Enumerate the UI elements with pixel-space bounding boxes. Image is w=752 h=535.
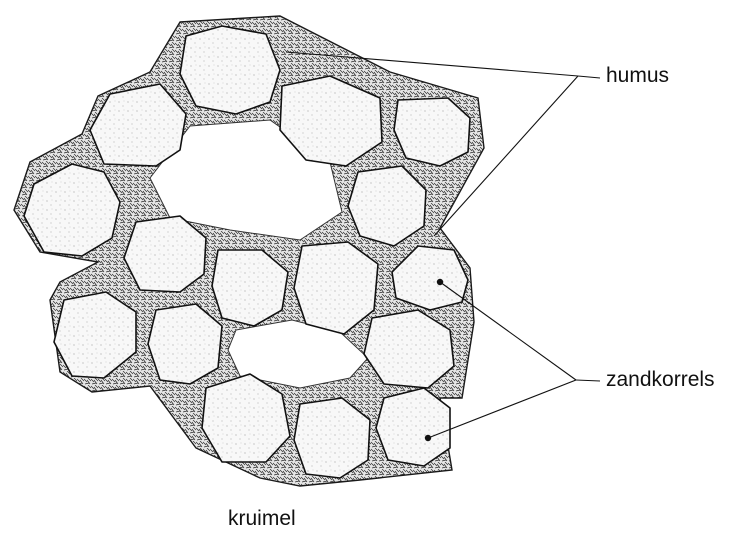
sand-grain <box>124 216 206 292</box>
label-humus: humus <box>606 64 669 88</box>
sand-grain <box>376 388 450 466</box>
sand-grain-leader-line <box>576 380 600 381</box>
label-sand-grains: zandkorrels <box>606 368 715 392</box>
sand-grain <box>180 26 280 114</box>
label-crumb: kruimel <box>228 507 296 531</box>
leader-dot <box>425 435 431 441</box>
sand-grain <box>394 98 470 166</box>
sand-grain <box>148 304 222 384</box>
humus-leader-line <box>578 76 600 78</box>
leader-dot <box>437 279 443 285</box>
